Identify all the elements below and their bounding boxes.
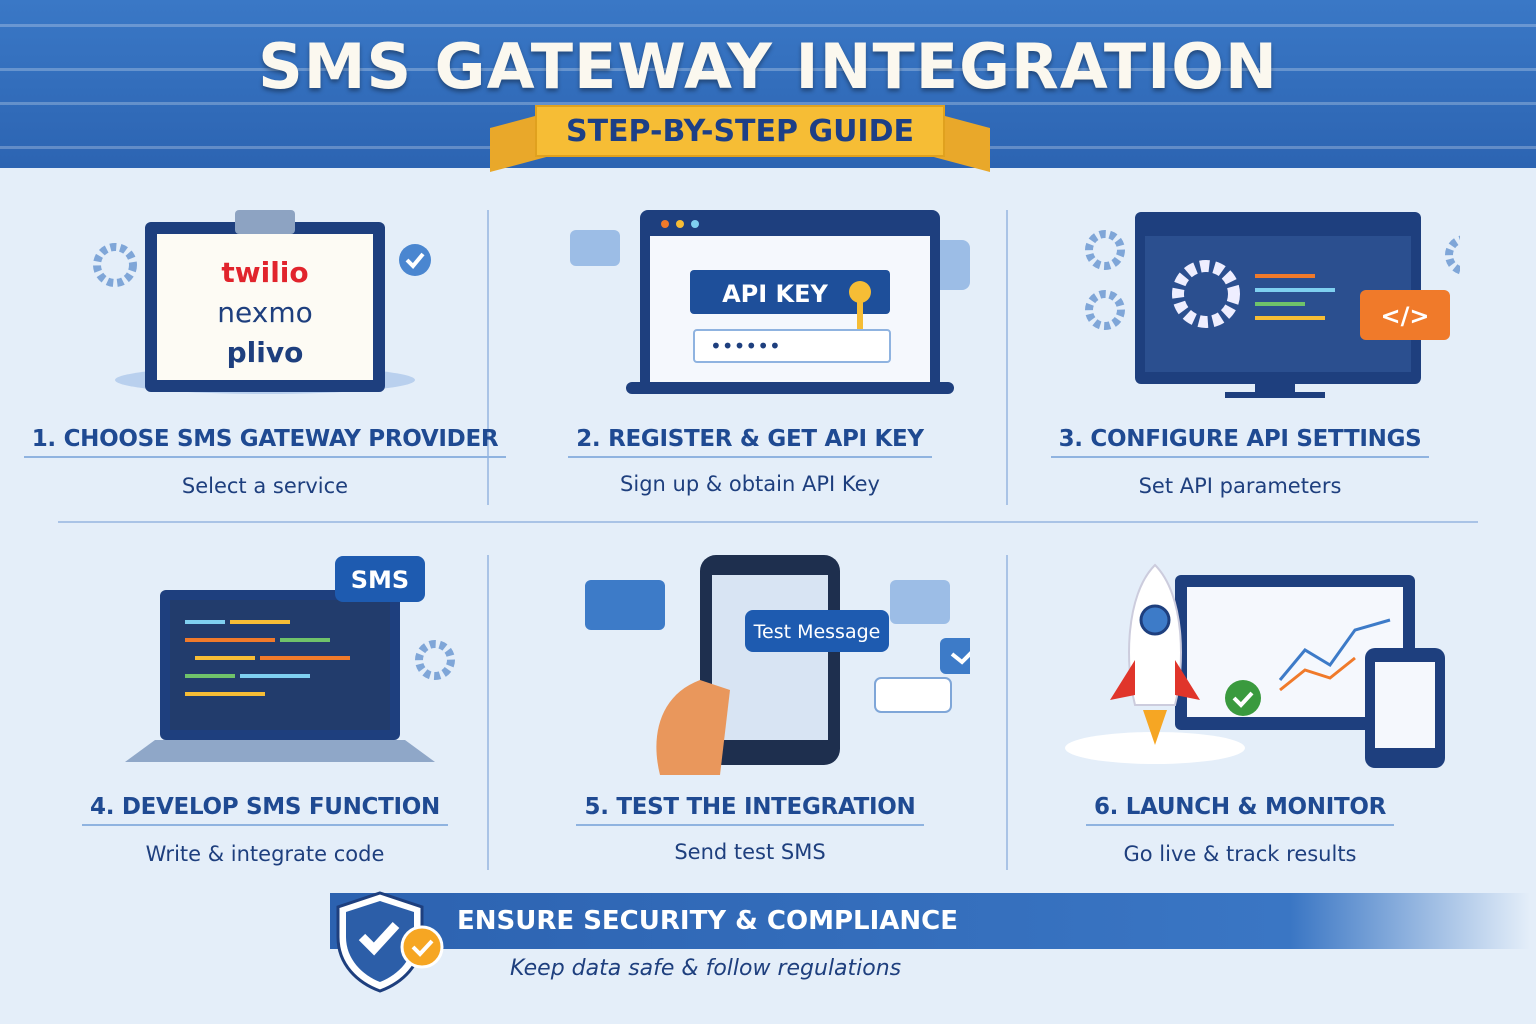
code-tag-icon: </> <box>1381 302 1430 330</box>
rocket-dashboard-icon <box>1065 563 1445 768</box>
test-message-bubble: Test Message <box>753 621 881 643</box>
step-subtitle: Select a service <box>181 474 349 498</box>
shield-check-icon <box>336 891 444 993</box>
step-title: 4. DEVELOP SMS FUNCTION <box>81 794 448 826</box>
page-title: SMS GATEWAY INTEGRATION <box>258 30 1278 103</box>
divider <box>487 210 489 505</box>
divider <box>58 521 1478 523</box>
step-subtitle: Go live & track results <box>1123 842 1357 866</box>
monitor-settings-icon: </> <box>1085 212 1460 398</box>
step-subtitle: Write & integrate code <box>145 842 385 866</box>
step-4: SMS 4. DEVELOP SMS FUNCTION Write & inte… <box>15 550 515 880</box>
step-1: twilio nexmo plivo 1. CHOOSE SMS GATEWAY… <box>15 190 515 510</box>
divider <box>1006 210 1008 505</box>
step-6: 6. LAUNCH & MONITOR Go live & track resu… <box>990 550 1490 880</box>
step-2: API KEY •••••• 2. REGISTER & GET API KEY… <box>500 190 1000 510</box>
clipboard-providers-icon: twilio nexmo plivo <box>93 210 431 394</box>
subtitle-ribbon: STEP-BY-STEP GUIDE <box>535 105 945 157</box>
provider-plivo: plivo <box>227 336 304 369</box>
step-title: 1. CHOOSE SMS GATEWAY PROVIDER <box>23 426 507 458</box>
step-subtitle: Set API parameters <box>1138 474 1342 498</box>
sms-bubble: SMS <box>351 566 409 594</box>
api-key-label: API KEY <box>722 280 828 308</box>
security-banner <box>330 893 1530 949</box>
step-title: 5. TEST THE INTEGRATION <box>576 794 924 826</box>
divider <box>487 555 489 870</box>
browser-api-key-icon: API KEY •••••• <box>570 210 970 394</box>
step-3: </> 3. CONFIGURE API SETTINGS Set API pa… <box>990 190 1490 510</box>
step-subtitle: Send test SMS <box>674 840 826 864</box>
security-subtitle: Keep data safe & follow regulations <box>510 956 902 981</box>
divider <box>1006 555 1008 870</box>
step-subtitle: Sign up & obtain API Key <box>620 472 880 496</box>
step-title: 3. CONFIGURE API SETTINGS <box>1050 426 1430 458</box>
step-5: Test Message 5. TEST THE INTEGRATION Sen… <box>500 550 1000 880</box>
step-title: 2. REGISTER & GET API KEY <box>568 426 932 458</box>
laptop-code-icon: SMS <box>125 556 455 762</box>
step-title: 6. LAUNCH & MONITOR <box>1085 794 1395 826</box>
phone-test-icon: Test Message <box>585 555 970 775</box>
security-title: ENSURE SECURITY & COMPLIANCE <box>457 906 958 936</box>
masked-key: •••••• <box>710 334 781 358</box>
provider-twilio: twilio <box>221 256 308 289</box>
provider-nexmo: nexmo <box>217 296 312 329</box>
